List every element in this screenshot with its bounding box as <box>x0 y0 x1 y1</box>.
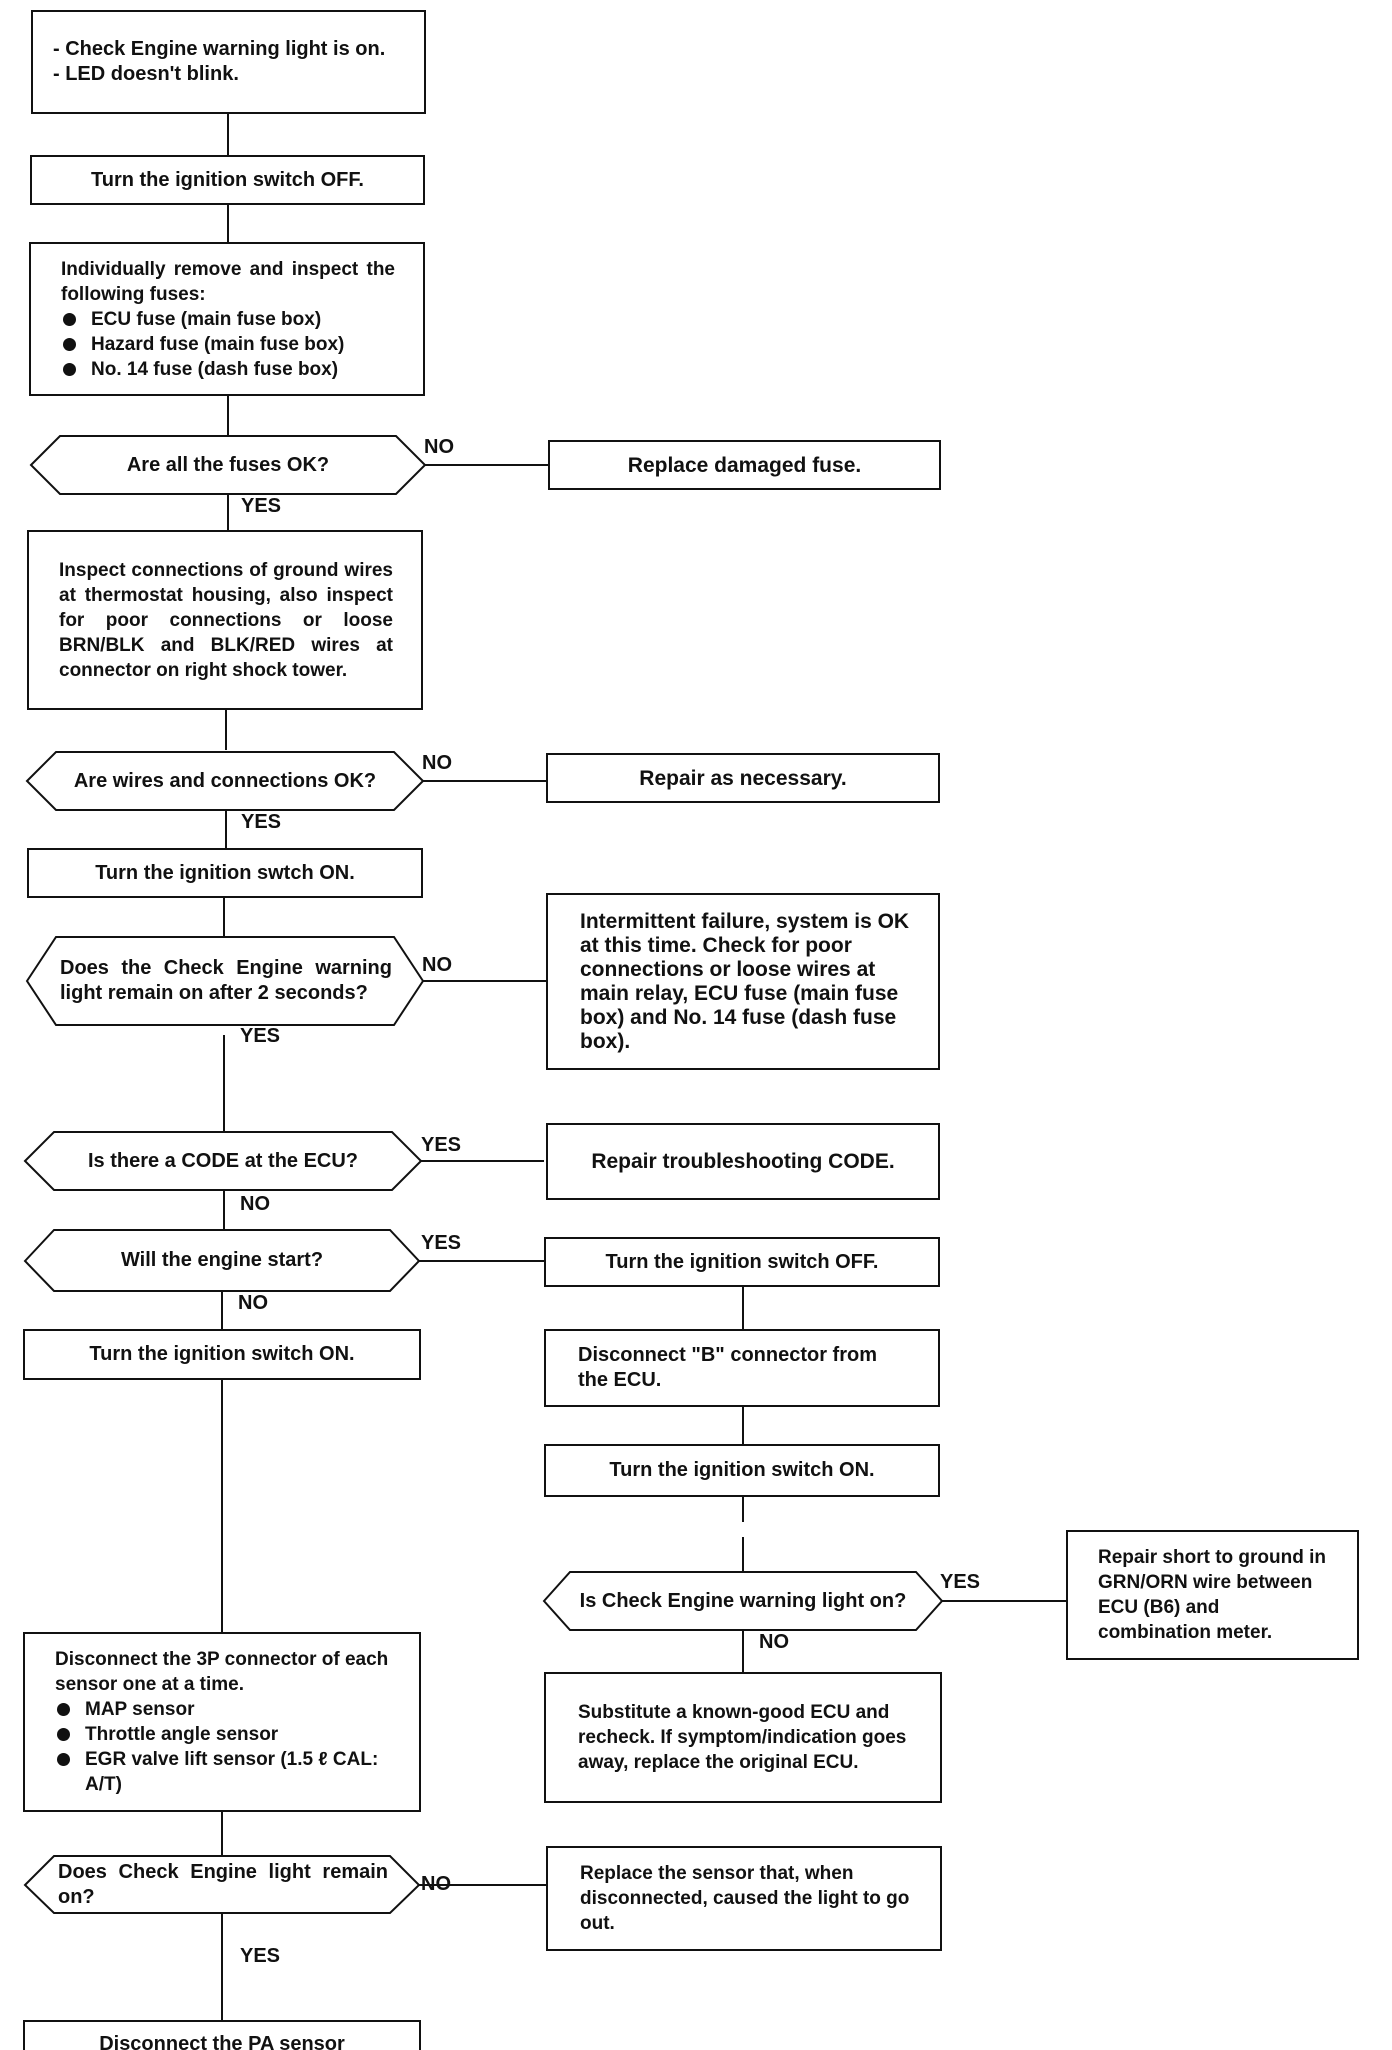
label-yes-code: YES <box>421 1134 462 1156</box>
step-ignition-on-1-text: Turn the ignition swtch ON. <box>95 861 355 884</box>
decision-remain2: Does Check Engine light remain on? <box>54 1856 390 1913</box>
label-no-fuses: NO <box>424 436 454 458</box>
sensor-item: EGR valve lift sensor (1.5 ℓ CAL: A/T) <box>55 1747 391 1797</box>
decision-wires-shape <box>25 751 425 811</box>
step-ignition-off-1-text: Turn the ignition switch OFF. <box>91 168 364 191</box>
decision-wires: Are wires and connections OK? <box>56 752 394 810</box>
decision-code-shape <box>23 1131 423 1191</box>
action-intermittent-text: Intermittent failure, system is OK at th… <box>580 909 910 1053</box>
decision-remain2-text: Does Check Engine light remain on? <box>58 1860 388 1908</box>
action-replace-sensor-text: Replace the sensor that, when disconnect… <box>580 1863 910 1934</box>
decision-code-text: Is there a CODE at the ECU? <box>87 1149 359 1172</box>
action-substitute-ecu-text: Substitute a known-good ECU and recheck.… <box>578 1702 907 1773</box>
sensor-item: MAP sensor <box>55 1697 391 1722</box>
fuse-item: ECU fuse (main fuse box) <box>61 307 395 332</box>
action-repair-wires: Repair as necessary. <box>546 753 940 803</box>
decision-remain: Does the Check Engine warning light rema… <box>56 937 394 1025</box>
fuse-item: No. 14 fuse (dash fuse box) <box>61 357 395 382</box>
action-replace-fuse-text: Replace damaged fuse. <box>627 453 862 477</box>
fuse-item: Hazard fuse (main fuse box) <box>61 332 395 357</box>
label-no-check-on: NO <box>759 1631 789 1653</box>
action-repair-code: Repair troubleshooting CODE. <box>546 1123 940 1200</box>
label-yes-wires: YES <box>241 811 282 833</box>
decision-remain-shape <box>25 936 425 1026</box>
label-no-wires: NO <box>422 752 452 774</box>
label-no-remain: NO <box>422 954 452 976</box>
label-no-start: NO <box>238 1292 268 1314</box>
label-no-remain2: NO <box>421 1873 451 1895</box>
fuses-list: ECU fuse (main fuse box) Hazard fuse (ma… <box>61 307 395 382</box>
decision-remain-text: Does the Check Engine warning light rema… <box>60 957 392 1004</box>
action-repair-short-text: Repair short to ground in GRN/ORN wire b… <box>1098 1547 1326 1643</box>
step-ignition-on-2: Turn the ignition switch ON. <box>544 1444 940 1497</box>
step-disconnect-pa-text: Disconnect the PA sensor <box>99 2033 345 2050</box>
step-ignition-on-2-text: Turn the ignition switch ON. <box>609 1459 875 1481</box>
decision-check-on-shape <box>542 1571 944 1631</box>
sensor-item: Throttle angle sensor <box>55 1722 391 1747</box>
action-replace-fuse: Replace damaged fuse. <box>548 440 941 490</box>
step-disconnect-pa: Disconnect the PA sensor <box>23 2020 421 2050</box>
decision-start-text: Will the engine start? <box>120 1249 324 1271</box>
sensors-intro: Disconnect the 3P connector of each sens… <box>55 1649 389 1695</box>
decision-wires-text: Are wires and connections OK? <box>73 769 377 792</box>
step-ignition-off-1: Turn the ignition switch OFF. <box>30 155 425 205</box>
start-box: - Check Engine warning light is on. - LE… <box>31 10 426 114</box>
label-yes-remain: YES <box>240 1025 281 1047</box>
step-disconnect-pa-clip: Disconnect the PA sensor <box>23 2020 423 2050</box>
label-yes-check-on: YES <box>940 1571 981 1593</box>
decision-check-on-text: Is Check Engine warning light on? <box>579 1589 907 1612</box>
step-inspect-ground-text: Inspect connections of ground wires at t… <box>59 559 393 681</box>
step-ignition-on-1: Turn the ignition swtch ON. <box>27 848 423 898</box>
label-yes-remain2: YES <box>240 1945 281 1967</box>
start-line-2: - LED doesn't blink. <box>53 63 239 85</box>
step-inspect-fuses: Individually remove and inspect the foll… <box>29 242 425 396</box>
decision-fuses-shape <box>29 435 427 495</box>
action-repair-code-text: Repair troubleshooting CODE. <box>591 1150 895 1173</box>
decision-check-on: Is Check Engine warning light on? <box>570 1572 916 1630</box>
decision-start-shape <box>23 1229 421 1292</box>
decision-fuses: Are all the fuses OK? <box>60 436 396 494</box>
sensors-list: MAP sensor Throttle angle sensor EGR val… <box>55 1697 391 1797</box>
step-ignition-off-2-text: Turn the ignition switch OFF. <box>605 1250 879 1273</box>
step-disconnect-3p: Disconnect the 3P connector of each sens… <box>23 1632 421 1812</box>
step-disconnect-b-text: Disconnect "B" connector from the ECU. <box>578 1344 878 1391</box>
start-line-1: - Check Engine warning light is on. <box>53 38 386 60</box>
decision-fuses-text: Are all the fuses OK? <box>126 453 330 476</box>
step-disconnect-b: Disconnect "B" connector from the ECU. <box>544 1329 940 1407</box>
step-ignition-off-2: Turn the ignition switch OFF. <box>544 1237 940 1287</box>
decision-remain2-shape <box>23 1855 421 1914</box>
label-no-code: NO <box>240 1193 270 1215</box>
action-replace-sensor: Replace the sensor that, when disconnect… <box>546 1846 942 1951</box>
decision-code: Is there a CODE at the ECU? <box>54 1132 392 1190</box>
label-yes-start: YES <box>421 1232 462 1254</box>
step-inspect-ground: Inspect connections of ground wires at t… <box>27 530 423 710</box>
fuses-intro: Individually remove and inspect the foll… <box>61 258 395 305</box>
action-repair-short: Repair short to ground in GRN/ORN wire b… <box>1066 1530 1359 1660</box>
decision-start: Will the engine start? <box>54 1230 390 1291</box>
label-yes-fuses: YES <box>241 495 282 517</box>
action-substitute-ecu: Substitute a known-good ECU and recheck.… <box>544 1672 942 1803</box>
step-ignition-on-3-text: Turn the ignition switch ON. <box>89 1343 355 1365</box>
action-repair-wires-text: Repair as necessary. <box>639 766 847 790</box>
action-intermittent: Intermittent failure, system is OK at th… <box>546 893 940 1070</box>
step-ignition-on-3: Turn the ignition switch ON. <box>23 1329 421 1380</box>
